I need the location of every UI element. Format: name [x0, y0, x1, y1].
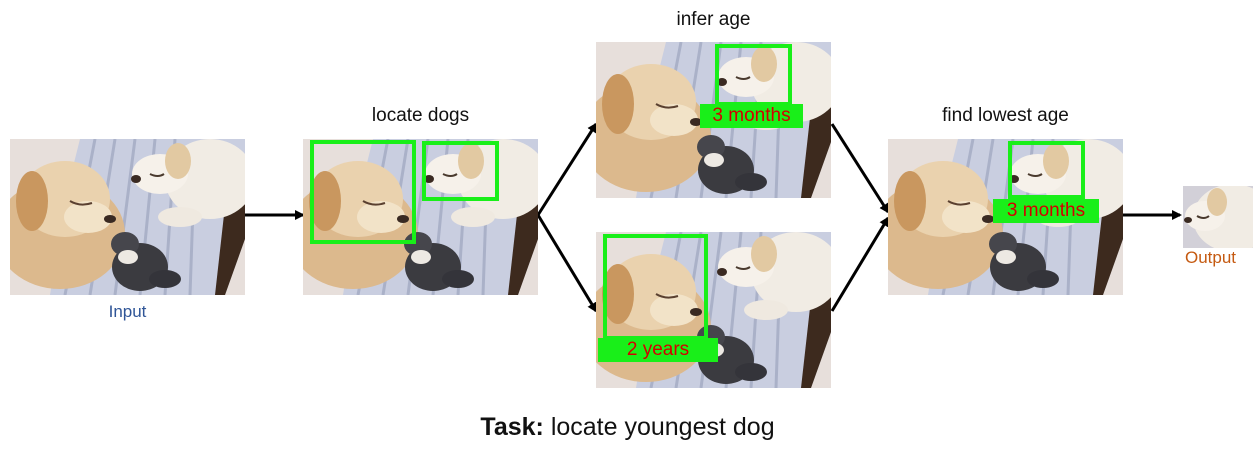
- output-puppy-crop: [1183, 186, 1253, 248]
- step-locate-dogs-label: locate dogs: [371, 105, 470, 126]
- task-text: locate youngest dog: [550, 413, 775, 441]
- lowest-age-tag: 3 months: [993, 199, 1099, 223]
- adult-bounding-box-age: [603, 234, 708, 340]
- input-label: Input: [108, 302, 147, 321]
- puppy-bounding-box-age: [715, 44, 792, 106]
- arrow-locate-to-puppy-age: [536, 122, 598, 216]
- puppy-bounding-box: [422, 141, 499, 201]
- puppy-age-tag: 3 months: [700, 104, 803, 128]
- output-label: Output: [1185, 248, 1237, 267]
- arrow-adult-age-to-lowest: [830, 216, 890, 312]
- task-prefix: Task:: [480, 413, 544, 441]
- step-find-lowest-age-label: find lowest age: [942, 105, 1069, 126]
- step-infer-age-label: infer age: [676, 9, 751, 30]
- arrow-puppy-age-to-lowest: [830, 123, 890, 214]
- youngest-dog-bounding-box: [1008, 141, 1085, 199]
- task-caption: Task: locate youngest dog: [0, 413, 1255, 442]
- adult-age-tag: 2 years: [598, 338, 718, 362]
- input-photo: [10, 139, 245, 295]
- adult-dog-bounding-box: [310, 140, 416, 244]
- arrow-locate-to-adult-age: [536, 214, 598, 313]
